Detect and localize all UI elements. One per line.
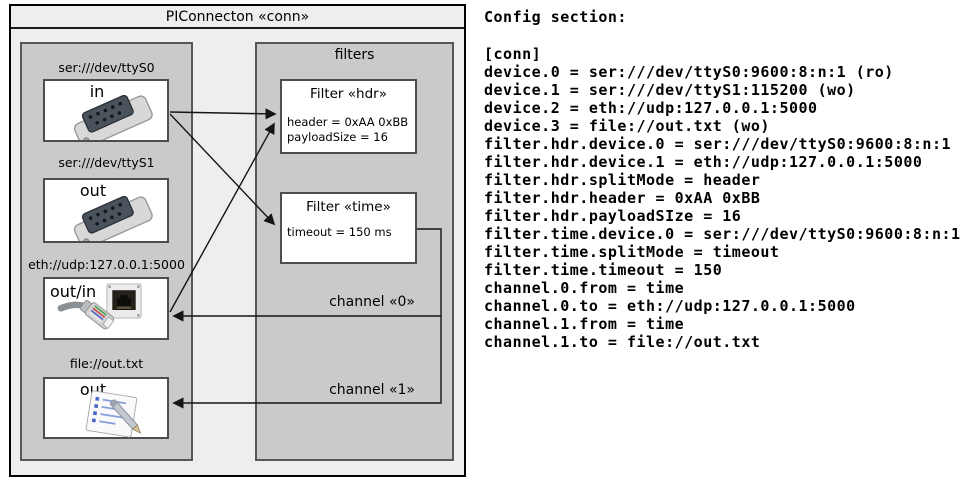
serial-connector-icon	[73, 95, 153, 140]
channel-0-label: channel «0»	[329, 294, 415, 310]
diagram-title: PIConnecton «conn»	[11, 6, 464, 29]
config-line: channel.1.to = file://out.txt	[484, 333, 761, 351]
serial-connector-icon	[73, 196, 153, 241]
ethernet-jack-icon	[106, 283, 142, 319]
config-listing: [conn] device.0 = ser:///dev/ttyS0:9600:…	[484, 45, 962, 351]
filter-param-line: timeout = 150 ms	[287, 225, 392, 239]
config-line: device.3 = file://out.txt (wo)	[484, 117, 770, 135]
config-line: filter.time.timeout = 150	[484, 261, 723, 279]
filter-title: Filter «hdr»	[310, 86, 387, 102]
config-line: channel.0.from = time	[484, 279, 685, 297]
config-line: filter.time.splitMode = timeout	[484, 243, 780, 261]
filters-group-label: filters	[334, 47, 375, 63]
filter-params: header = 0xAA 0xBB payloadSize = 16	[287, 115, 408, 145]
device-node-ttys0: in	[43, 79, 169, 142]
ethernet-cable-icon	[57, 300, 115, 330]
filter-param-line: payloadSize = 16	[287, 130, 388, 144]
device-uri-label-eth: eth://udp:127.0.0.1:5000	[28, 257, 185, 272]
config-line: channel.0.to = eth://udp:127.0.0.1:5000	[484, 297, 856, 315]
notepad-icon	[85, 390, 142, 438]
config-line: device.1 = ser:///dev/ttyS1:115200 (wo)	[484, 81, 856, 99]
filter-node-hdr: Filter «hdr» header = 0xAA 0xBB payloadS…	[280, 79, 417, 154]
filter-node-time: Filter «time» timeout = 150 ms	[280, 192, 417, 264]
channel-1-label: channel «1»	[329, 382, 415, 398]
config-line: [conn]	[484, 45, 542, 63]
config-line: filter.hdr.device.0 = ser:///dev/ttyS0:9…	[484, 135, 952, 153]
config-line: filter.hdr.header = 0xAA 0xBB	[484, 189, 761, 207]
config-line: device.2 = eth://udp:127.0.0.1:5000	[484, 99, 818, 117]
port-label: out	[79, 181, 107, 200]
config-line: device.0 = ser:///dev/ttyS0:9600:8:n:1 (…	[484, 63, 894, 81]
filter-title: Filter «time»	[306, 199, 391, 215]
device-uri-label-file: file://out.txt	[69, 356, 144, 371]
device-node-ttys1: out	[43, 178, 169, 243]
filter-params: timeout = 150 ms	[287, 225, 392, 240]
config-line: channel.1.from = time	[484, 315, 685, 333]
filter-param-line: header = 0xAA 0xBB	[287, 115, 409, 129]
config-line: filter.hdr.payloadSIze = 16	[484, 207, 742, 225]
config-line: filter.time.device.0 = ser:///dev/ttyS0:…	[484, 225, 961, 243]
port-label: in	[89, 82, 105, 101]
config-line: filter.hdr.splitMode = header	[484, 171, 761, 189]
device-node-eth: out/in	[43, 277, 169, 340]
device-uri-label-ttys0: ser:///dev/ttyS0	[58, 60, 155, 75]
config-line: filter.hdr.device.1 = eth://udp:127.0.0.…	[484, 153, 923, 171]
device-uri-label-ttys1: ser:///dev/ttyS1	[58, 155, 155, 170]
device-node-file: out	[43, 377, 169, 439]
port-label: out/in	[50, 282, 97, 301]
config-heading: Config section:	[484, 8, 627, 26]
